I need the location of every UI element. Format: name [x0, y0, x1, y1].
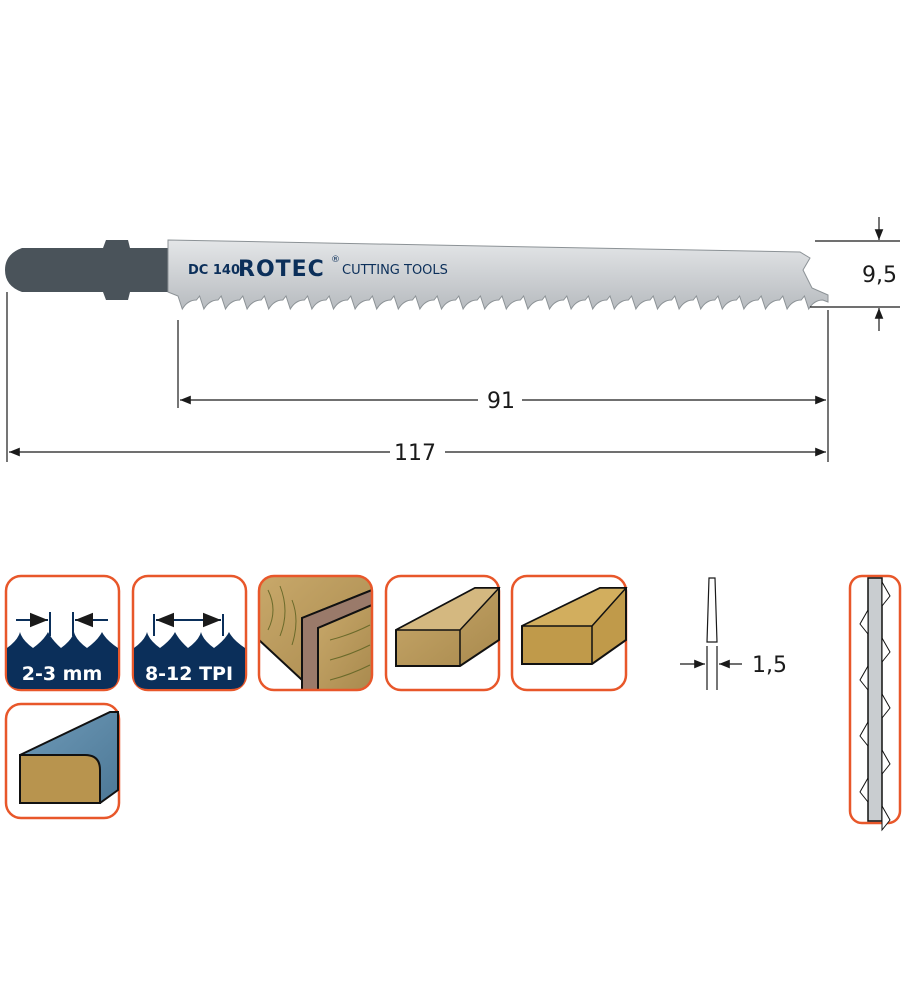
wood-joint-icon	[257, 574, 374, 692]
registered-mark: ®	[331, 255, 340, 265]
width-dimension	[810, 217, 900, 331]
blade-model: DC 140	[188, 263, 240, 278]
brand-logo: ROTEC	[238, 257, 325, 282]
working-length-label: 91	[487, 389, 515, 414]
thickness-dimension	[680, 577, 742, 690]
alternate-set-icon	[848, 574, 902, 832]
tpi-label: 8-12 TPI	[145, 663, 233, 685]
blade-body	[167, 239, 829, 311]
chipboard-icon	[510, 574, 628, 692]
thickness-label: 1,5	[752, 653, 787, 678]
softwood-icon	[384, 574, 501, 692]
brand-tagline: CUTTING TOOLS	[342, 263, 448, 278]
width-label: 9,5	[862, 263, 897, 288]
blade-shank	[5, 240, 168, 300]
total-length-label: 117	[394, 441, 436, 466]
tooth-spacing-icon: 2-3 mm	[4, 574, 121, 692]
tooth-spacing-label: 2-3 mm	[22, 663, 103, 685]
working-length-dimension	[6, 292, 829, 462]
tpi-icon: 8-12 TPI	[131, 574, 248, 692]
laminated-board-icon	[4, 702, 121, 820]
